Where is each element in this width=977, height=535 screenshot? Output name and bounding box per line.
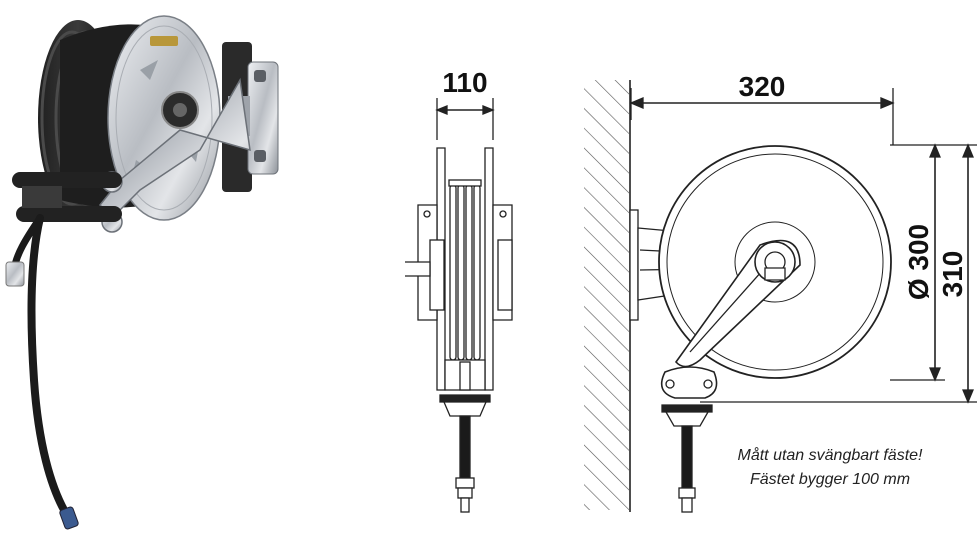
mounting-note: Mått utan svängbart fäste! Fästet bygger…: [690, 444, 970, 492]
dimension-height: [700, 143, 977, 404]
front-view-drawing: [405, 98, 513, 513]
note-line-2: Fästet bygger 100 mm: [749, 471, 911, 488]
side-view-drawing: [584, 80, 977, 513]
hose-coupling: [5, 261, 79, 530]
dimension-width-label: 110: [442, 67, 487, 98]
dimension-depth-label: 320: [739, 71, 786, 102]
dimension-diameter-label: Ø 300: [903, 224, 934, 300]
hanging-hose: [27, 214, 74, 524]
note-line-1: Mått utan svängbart fäste!: [737, 447, 923, 464]
dimension-diameter: [890, 143, 945, 382]
dimension-width: [435, 98, 495, 140]
dimension-depth: [629, 88, 895, 145]
dimension-height-label: 310: [937, 251, 968, 298]
wall-hatch: [584, 80, 629, 510]
hose-coils: [448, 179, 482, 361]
hose-reel-photo: [5, 15, 279, 530]
